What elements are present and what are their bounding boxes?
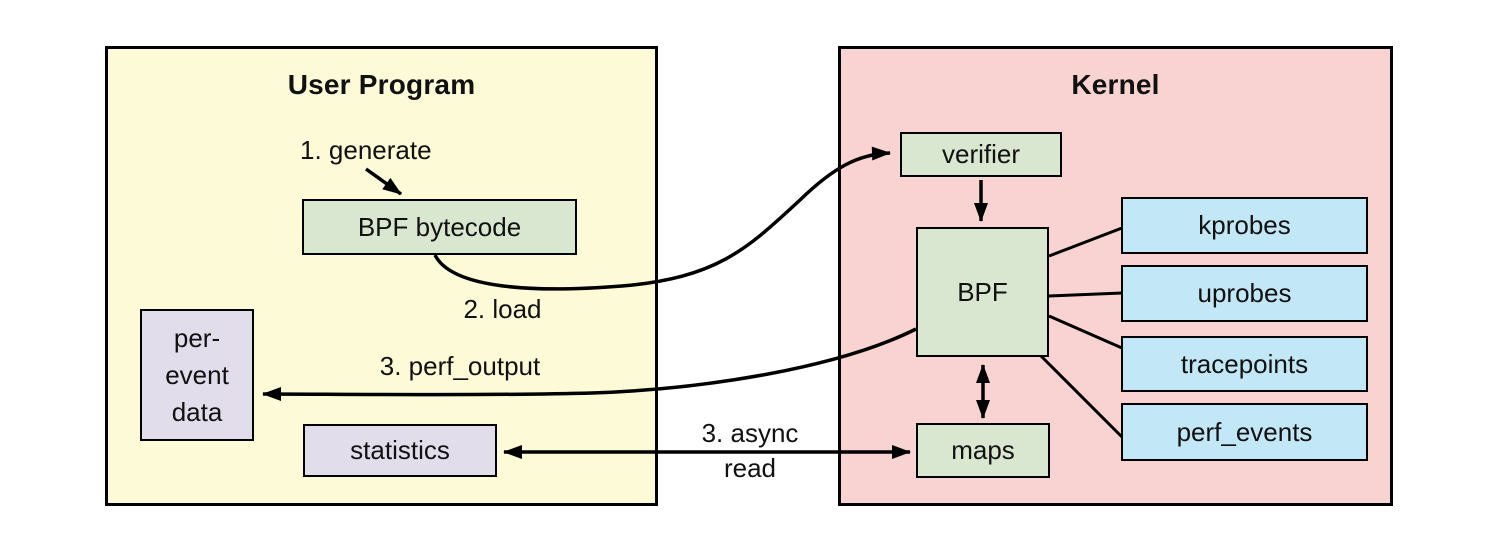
bpf-bytecode-label: BPF bytecode <box>357 211 522 242</box>
statistics-box: statistics <box>303 424 497 477</box>
kprobes-label: kprobes <box>1198 210 1291 241</box>
per-event-line-2: event <box>165 359 229 390</box>
tracepoints-label: tracepoints <box>1180 348 1309 379</box>
verifier-box: verifier <box>900 132 1062 177</box>
async-read-line-1: 3. async <box>701 418 799 448</box>
bpf-bytecode-box: BPF bytecode <box>302 199 577 255</box>
maps-box: maps <box>916 423 1050 478</box>
bpf-box: BPF <box>916 227 1049 357</box>
async-read-line-2: read <box>723 453 777 483</box>
bpf-uprobes-line <box>1048 291 1123 298</box>
bpf-perf-events-line <box>1039 354 1124 439</box>
load-arrow <box>433 146 891 291</box>
uprobes-box: uprobes <box>1121 265 1368 322</box>
per-event-line-1: per- <box>173 322 221 353</box>
uprobes-label: uprobes <box>1197 278 1292 309</box>
perf-output-arrow <box>262 327 917 402</box>
tracepoints-box: tracepoints <box>1121 336 1368 392</box>
user-program-title: User Program <box>287 69 476 100</box>
bpf-label: BPF <box>957 276 1008 307</box>
per-event-data-box: per- event data <box>140 309 254 441</box>
perf-events-box: perf_events <box>1121 403 1368 461</box>
statistics-label: statistics <box>350 435 450 466</box>
perf-events-label: perf_events <box>1176 416 1313 447</box>
step2-load-label: 2. load <box>463 294 542 324</box>
verifier-label: verifier <box>941 139 1020 170</box>
maps-label: maps <box>951 435 1015 466</box>
per-event-line-3: data <box>171 396 223 427</box>
step3-perf-output-label: 3. perf_output <box>379 351 541 381</box>
kernel-title: Kernel <box>1071 69 1160 100</box>
bpf-kprobes-line <box>1048 226 1123 258</box>
step1-generate-label: 1. generate <box>300 135 432 165</box>
kprobes-box: kprobes <box>1121 197 1368 254</box>
bpf-tracepoints-line <box>1048 314 1123 350</box>
generate-arrow <box>364 167 403 196</box>
step3-async-read-label: 3. async read <box>670 416 830 486</box>
